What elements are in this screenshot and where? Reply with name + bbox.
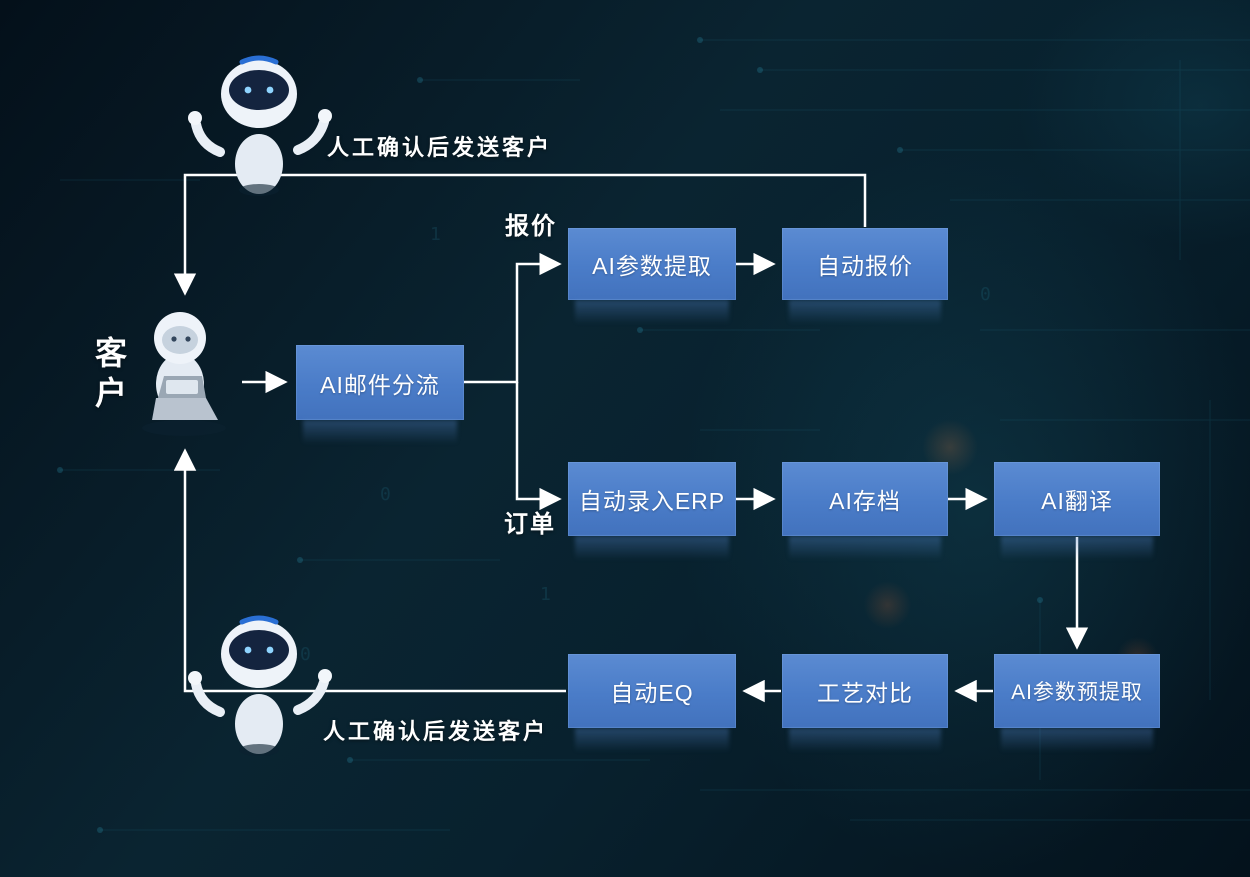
node-process-compare: 工艺对比 (782, 654, 948, 728)
customer-at-laptop-illustration (142, 312, 226, 436)
node-auto-quote: 自动报价 (782, 228, 948, 300)
edge-emailsplit-paramextract (464, 252, 562, 384)
node-ai-archive: AI存档 (782, 462, 948, 536)
node-auto-eq: 自动EQ (568, 654, 736, 728)
svg-text:0: 0 (380, 484, 391, 505)
svg-text:0: 0 (300, 644, 311, 665)
svg-text:0: 0 (980, 284, 991, 305)
node-param-pre-extract: AI参数预提取 (994, 654, 1160, 728)
customer-label: 客户 (91, 336, 127, 416)
branch-label-order: 订单 (504, 511, 556, 538)
robot-top-illustration (188, 55, 332, 196)
bottom-annotation: 人工确认后发送客户 (323, 719, 549, 744)
node-email-split: AI邮件分流 (296, 345, 464, 420)
edge-autoeq-customer (173, 448, 566, 693)
node-ai-translate: AI翻译 (994, 462, 1160, 536)
edge-emailsplit-erpentry (515, 382, 562, 511)
branch-label-quote: 报价 (505, 213, 557, 240)
node-param-extract: AI参数提取 (568, 228, 736, 300)
node-erp-entry: 自动录入ERP (568, 462, 736, 536)
robot-bottom-illustration (188, 615, 332, 756)
svg-text:1: 1 (540, 584, 551, 605)
svg-text:1: 1 (430, 224, 441, 245)
top-annotation: 人工确认后发送客户 (327, 135, 553, 160)
